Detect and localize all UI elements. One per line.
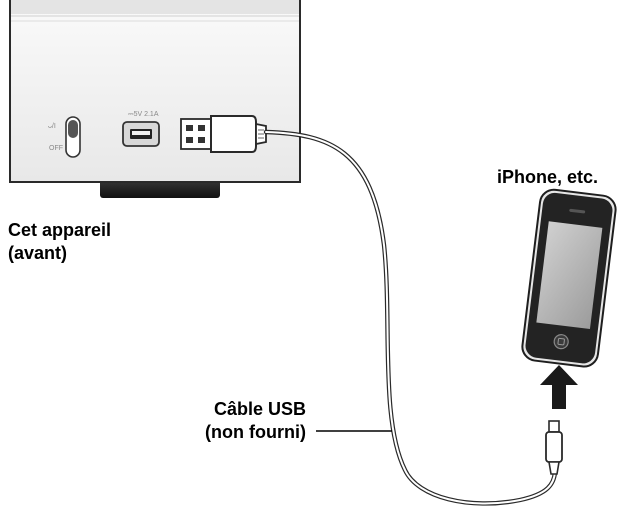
- usb-a-plug: [180, 115, 267, 153]
- device-front: ᴗ/I OFF ⎓5V 2.1A: [9, 0, 301, 198]
- device-label-line1: Cet appareil: [8, 220, 112, 240]
- usb-port: ⎓5V 2.1A: [122, 111, 160, 147]
- cable-label-line2: (non fourni): [205, 422, 306, 442]
- switch-off-mark: OFF: [49, 145, 63, 152]
- cable-label: Câble USB (non fourni): [160, 398, 306, 444]
- usb-port-rating: ⎓5V 2.1A: [128, 111, 159, 118]
- usb-cable: [263, 129, 558, 506]
- smartphone: [521, 188, 617, 368]
- micro-usb-plug: [545, 420, 563, 475]
- cable-label-line1: Câble USB: [213, 399, 306, 419]
- phone-label: iPhone, etc.: [497, 167, 599, 187]
- insert-arrow-up-icon: [540, 365, 578, 409]
- device-label-line2: (avant): [8, 243, 68, 263]
- power-switch: ᴗ/I OFF: [48, 116, 81, 158]
- device-label: Cet appareil (avant): [8, 219, 111, 265]
- device-body: [9, 0, 301, 183]
- switch-on-mark: ᴗ/I: [48, 123, 56, 130]
